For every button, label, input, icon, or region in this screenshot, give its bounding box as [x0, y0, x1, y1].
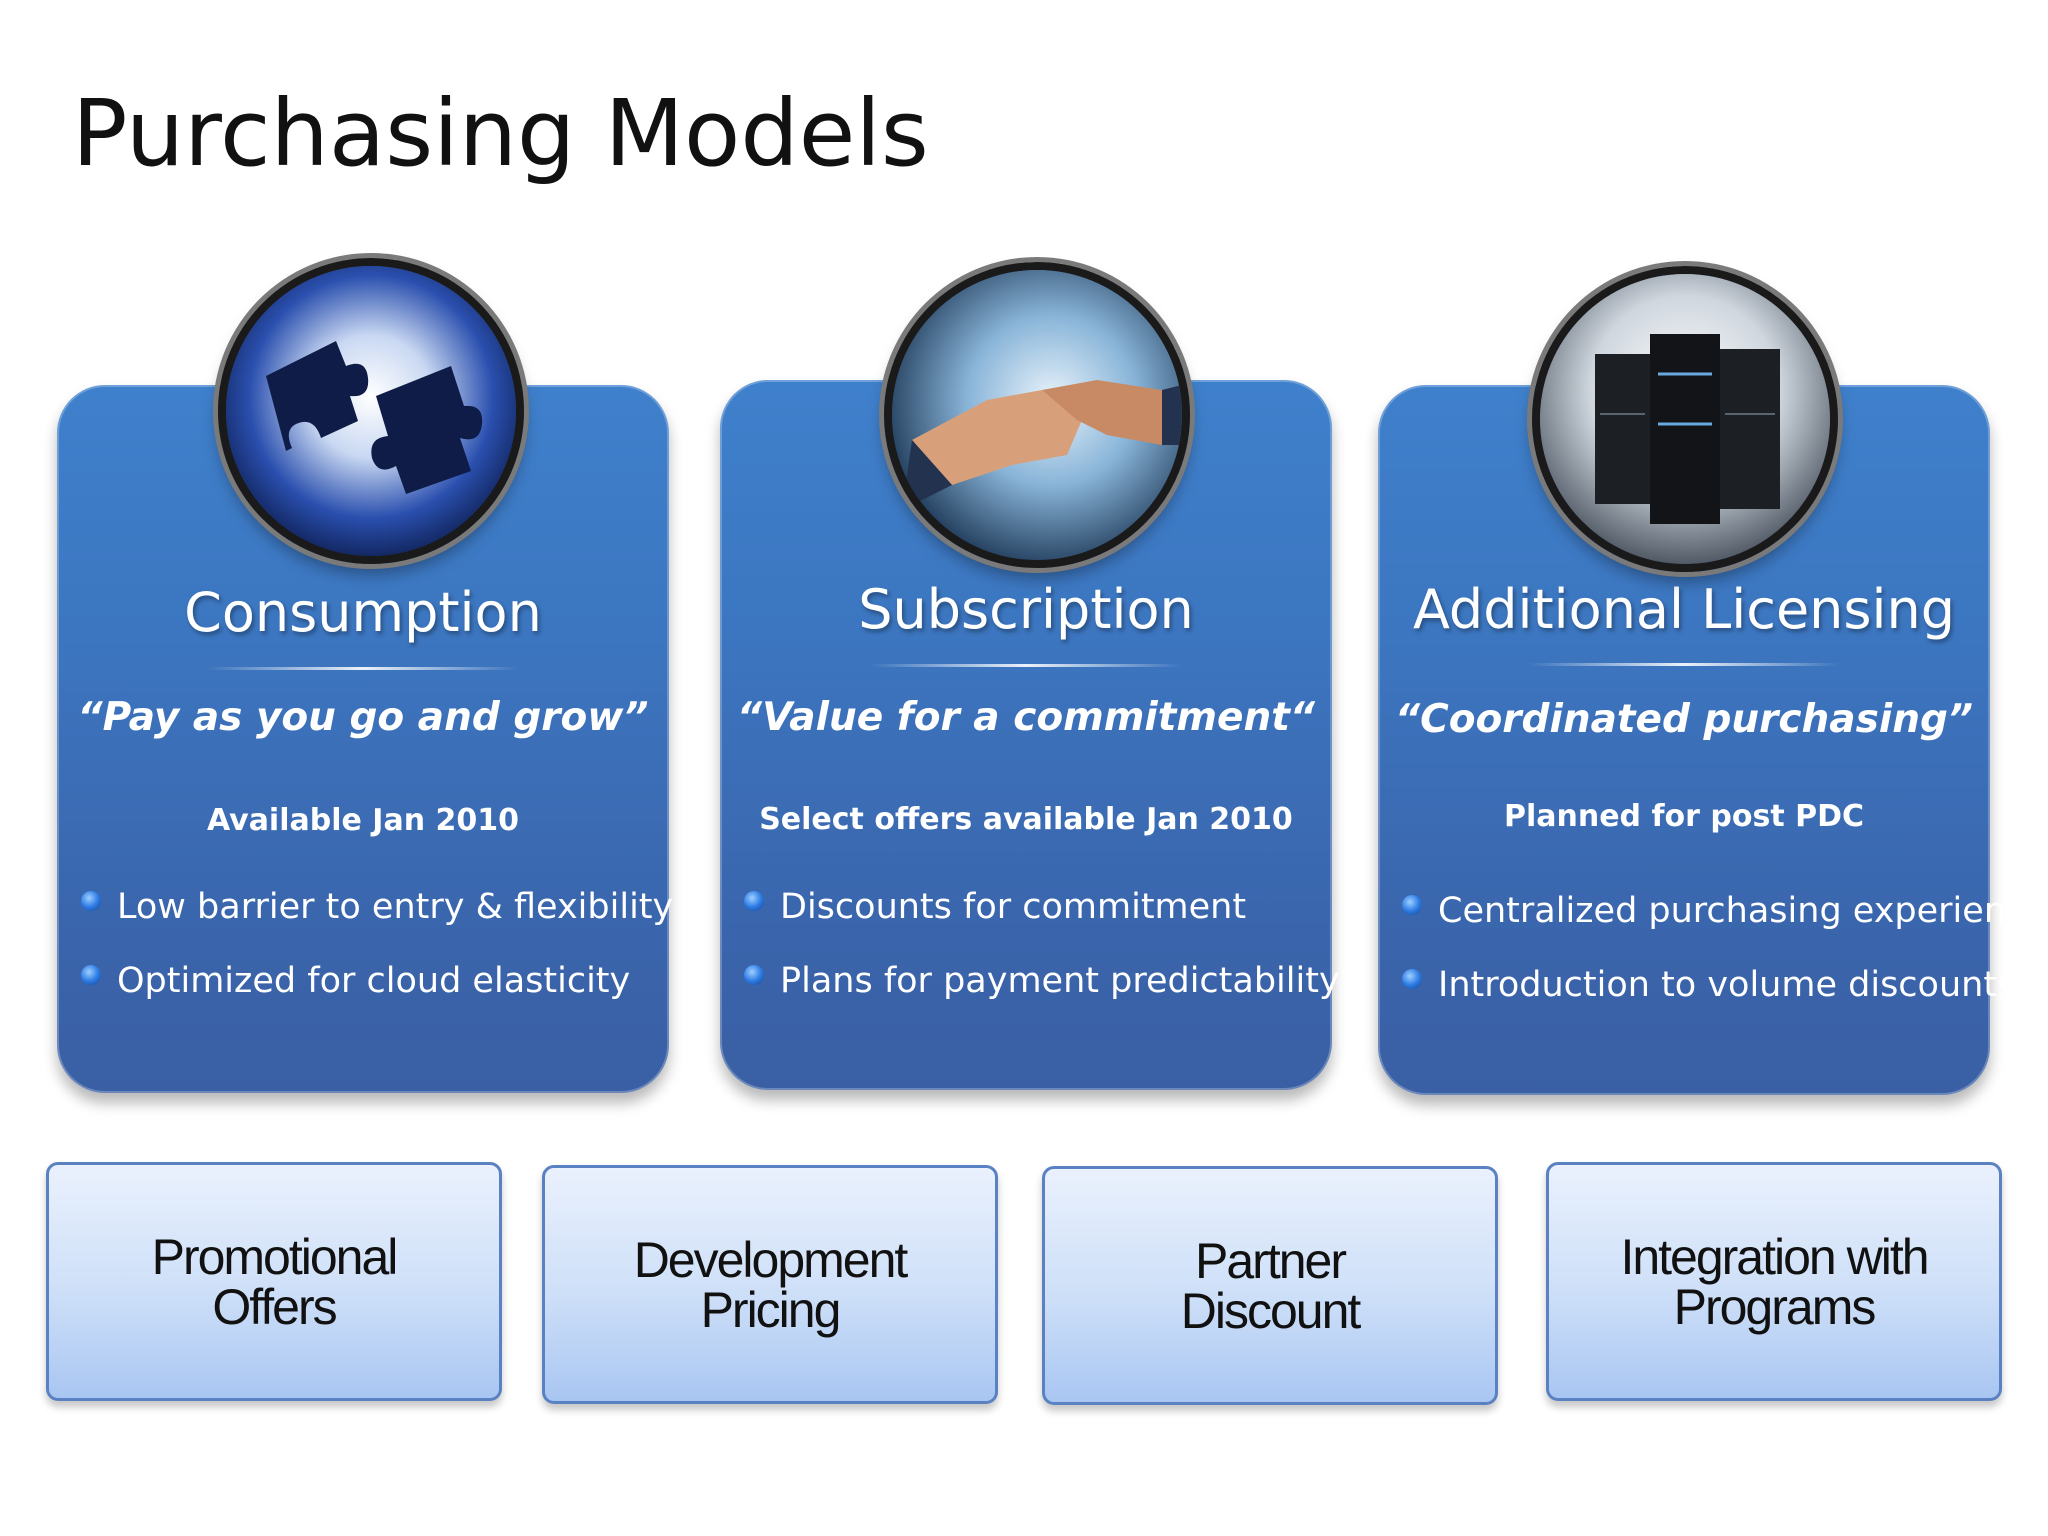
handshake-graphic	[892, 270, 1182, 560]
bullet-item: Optimized for cloud elasticity	[81, 961, 630, 1001]
box-label: Development Pricing	[580, 1235, 960, 1335]
puzzle-graphic	[226, 266, 516, 556]
bullet-item: Plans for payment predictability	[744, 961, 1340, 1001]
box-label-line: Offers	[212, 1278, 337, 1335]
panel-title: Additional Licensing	[1412, 578, 1956, 641]
promotional-offers-box: Promotional Offers	[46, 1162, 502, 1401]
bullet-dot-icon	[1402, 969, 1422, 989]
development-pricing-box: Development Pricing	[542, 1165, 998, 1404]
panel-divider	[870, 664, 1182, 667]
panel-tagline: “Value for a commitment“	[736, 695, 1316, 740]
box-label-line: Integration with	[1620, 1228, 1929, 1285]
panel-tagline: “Coordinated purchasing”	[1394, 697, 1973, 742]
panel-title: Consumption	[184, 581, 542, 644]
bullet-dot-icon	[1402, 895, 1422, 915]
panel-title: Subscription	[858, 578, 1194, 641]
panel-availability: Available Jan 2010	[206, 803, 519, 838]
bullet-text: Low barrier to entry & flexibility	[117, 887, 674, 927]
panel-tagline: “Pay as you go and grow”	[77, 695, 649, 740]
bullet-dot-icon	[744, 891, 764, 911]
bullet-item: Introduction to volume discounts	[1402, 965, 2015, 1005]
integration-with-programs-box: Integration with Programs	[1546, 1162, 2002, 1401]
panel-divider	[1528, 663, 1840, 666]
bullet-text: Plans for payment predictability	[780, 961, 1340, 1001]
server-rack-icon	[1532, 266, 1838, 572]
bullet-dot-icon	[81, 965, 101, 985]
panel-availability: Select offers available Jan 2010	[759, 802, 1293, 837]
bullet-item: Centralized purchasing experience	[1402, 891, 2047, 931]
slide-title: Purchasing Models	[72, 80, 929, 187]
bullet-text: Centralized purchasing experience	[1438, 891, 2047, 931]
handshake-icon	[884, 262, 1190, 568]
panel-availability: Planned for post PDC	[1503, 799, 1865, 834]
bullet-dot-icon	[81, 891, 101, 911]
bullet-text: Optimized for cloud elasticity	[117, 961, 631, 1001]
partner-discount-box: Partner Discount	[1042, 1166, 1498, 1405]
box-label: Promotional Offers	[84, 1232, 464, 1332]
box-label-line: Promotional	[151, 1228, 399, 1285]
server-rack-graphic	[1540, 274, 1830, 564]
box-label-line: Programs	[1673, 1278, 1877, 1335]
bullet-item: Discounts for commitment	[744, 887, 1246, 927]
box-label: Partner Discount	[1080, 1236, 1460, 1336]
panel-divider	[207, 667, 519, 670]
box-label-line: Discount	[1180, 1282, 1362, 1339]
bullet-text: Discounts for commitment	[780, 887, 1247, 927]
bullet-dot-icon	[744, 965, 764, 985]
box-label-line: Pricing	[700, 1281, 842, 1338]
box-label-line: Partner	[1195, 1232, 1347, 1289]
box-label: Integration with Programs	[1584, 1232, 1964, 1332]
box-label-line: Development	[633, 1231, 909, 1288]
bullet-text: Introduction to volume discounts	[1438, 965, 2016, 1005]
puzzle-icon	[218, 258, 524, 564]
bullet-item: Low barrier to entry & flexibility	[81, 887, 673, 927]
